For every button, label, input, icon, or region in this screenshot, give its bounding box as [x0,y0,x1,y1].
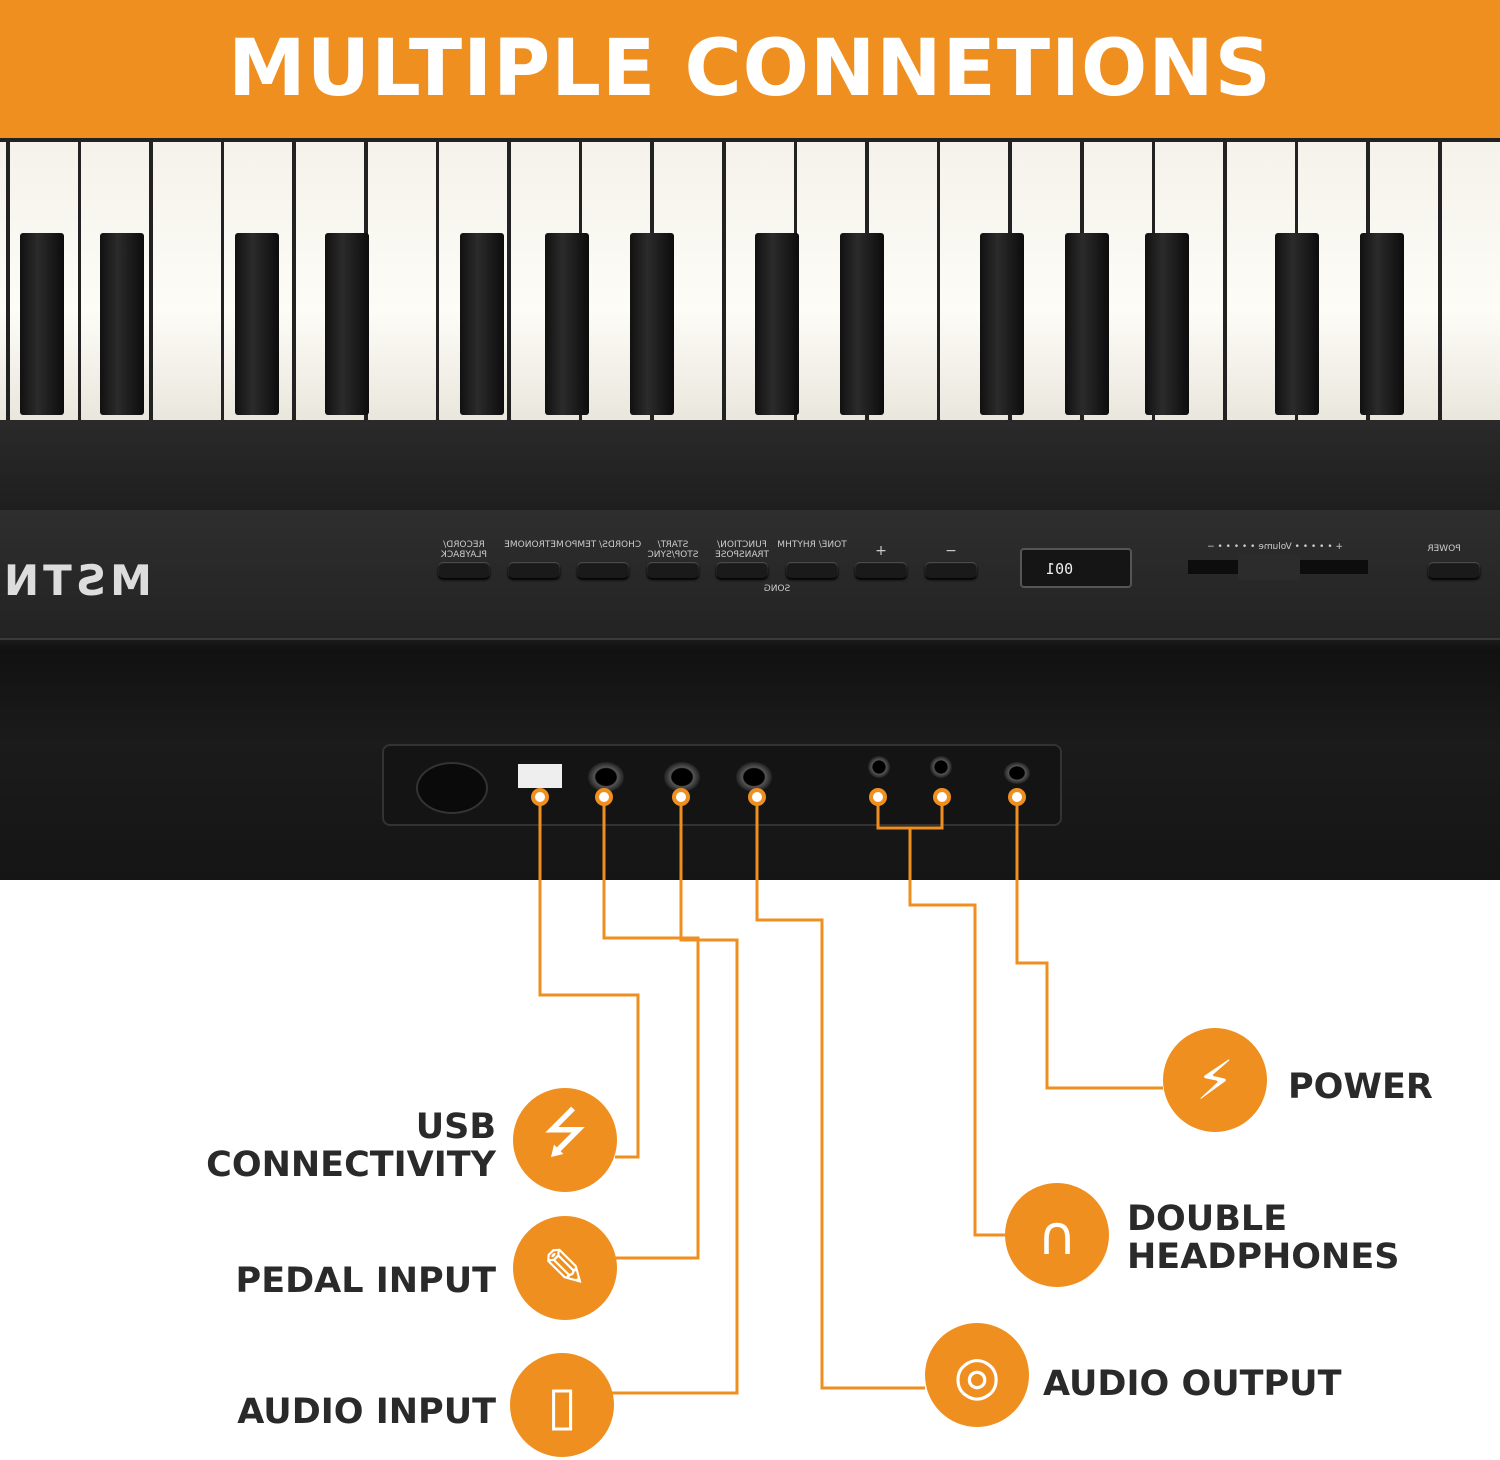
panel-button[interactable] [577,562,629,578]
black-key [100,233,144,415]
black-key [460,233,504,415]
black-key [1360,233,1404,415]
audio-output-marker [748,788,766,806]
black-key [1065,233,1109,415]
panel-button[interactable] [438,562,490,578]
pedal-icon: ✎ [513,1216,617,1320]
black-key [235,233,279,415]
usb-marker [531,788,549,806]
audio-input-marker [672,788,690,806]
pedal-jack [588,762,624,792]
headphone-marker-2 [933,788,951,806]
headphone-jack-2 [930,756,952,778]
black-key [1145,233,1189,415]
black-key [755,233,799,415]
battery-plug-icon: ⚡ [1163,1028,1267,1132]
usb-port [518,764,562,788]
audio-input-line [612,797,739,1395]
panel-button[interactable] [785,562,838,578]
audio-output-line [755,797,925,1390]
black-key [20,233,64,415]
audio-in-jack [664,762,700,792]
connection-panel [382,744,1062,826]
piano-keyboard [0,138,1500,423]
headphone-jack-1 [868,756,890,778]
headphones-icon: ∩ [1005,1183,1109,1287]
white-key [152,142,221,422]
speaker-icon: ◎ [925,1323,1029,1427]
audio-output-label: AUDIO OUTPUT [1043,1364,1342,1404]
usb-line [538,797,640,1159]
headphones-line [876,797,944,830]
power-button[interactable] [1428,562,1480,578]
white-key [0,142,6,422]
pedal-marker [595,788,613,806]
usb-label: USB CONNECTIVITY [206,1107,496,1185]
black-key [980,233,1024,415]
pedal-line [602,797,700,1260]
banner-title: MULTIPLE CONNETIONS [228,24,1272,114]
white-key [1441,142,1500,422]
headphone-marker-1 [869,788,887,806]
panel-button[interactable] [855,562,907,578]
panel-button[interactable] [646,562,699,578]
power-jack [1004,762,1030,784]
black-key [630,233,674,415]
panel-button[interactable] [924,562,977,578]
tablet-icon: ▯ [510,1353,614,1457]
panel-button[interactable] [507,562,560,578]
audio-input-label: AUDIO INPUT [237,1392,496,1432]
black-key [1275,233,1319,415]
volume-slider-knob[interactable] [1238,554,1300,580]
usb-icon: ⭍ [513,1088,617,1192]
black-key [325,233,369,415]
panel-button[interactable] [716,562,768,578]
pedal-label: PEDAL INPUT [235,1261,496,1301]
power-callout-label: POWER [1288,1067,1433,1107]
black-key [545,233,589,415]
audio-out-jack [736,762,772,792]
black-key [840,233,884,415]
power-line [1015,797,1163,1090]
title-banner: MULTIPLE CONNETIONS [0,0,1500,138]
white-key [367,142,436,422]
headphones-label: DOUBLE HEADPHONES [1127,1199,1400,1277]
pedal-socket [416,762,488,814]
power-marker [1008,788,1026,806]
headphones-line-2 [908,828,1005,1237]
lcd-display: 001 [1020,548,1132,588]
